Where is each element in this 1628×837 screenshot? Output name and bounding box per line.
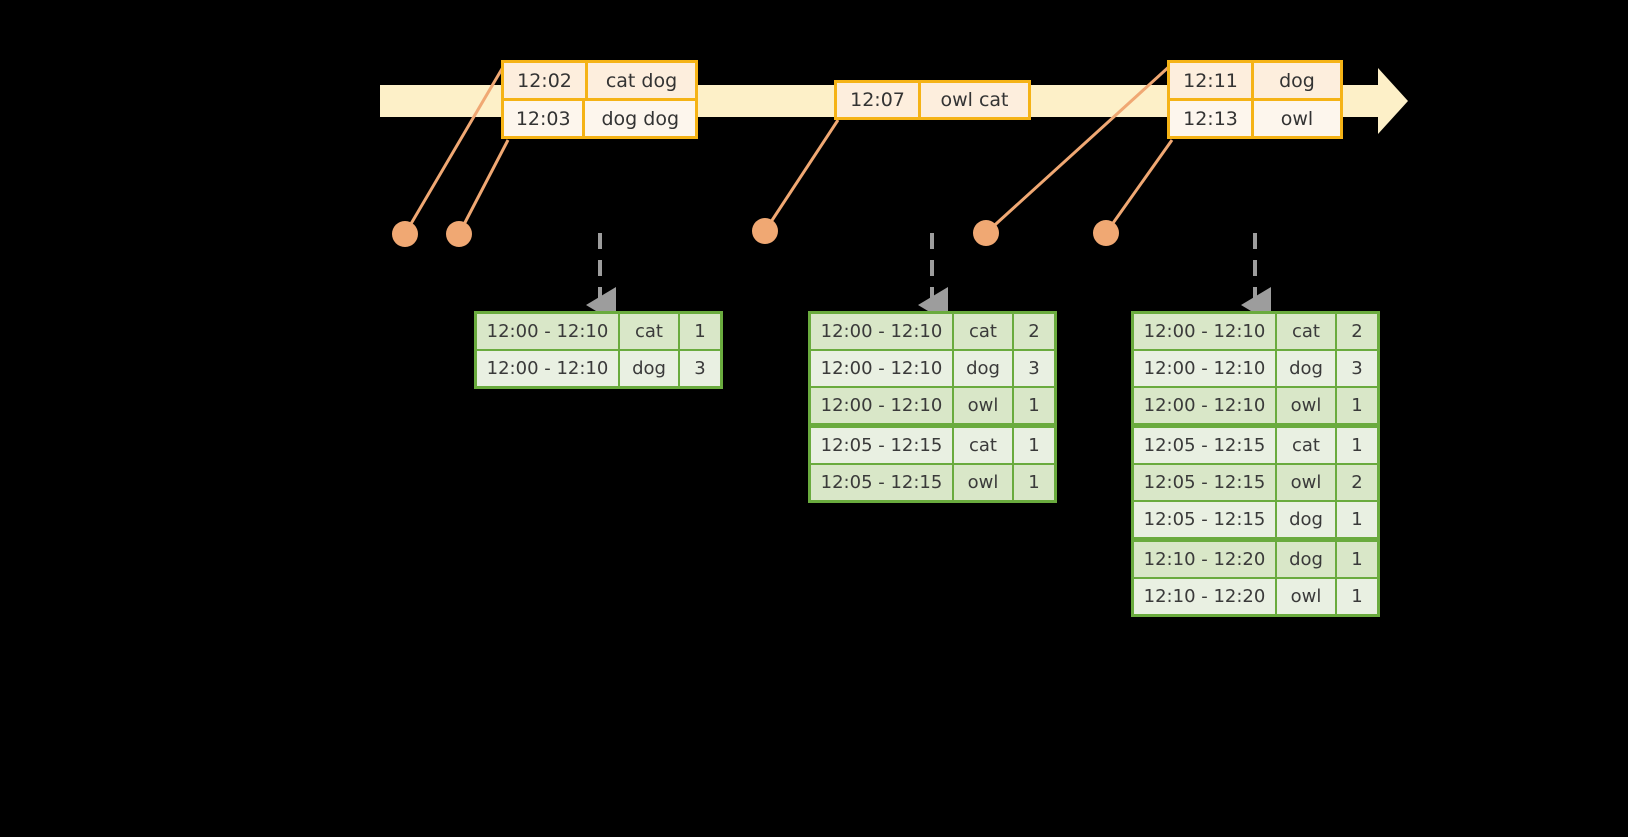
window-cell: 12:00 - 12:10 — [1134, 388, 1275, 423]
window-cell: 12:00 - 12:10 — [477, 314, 618, 349]
window-cell: 12:00 - 12:10 — [811, 388, 952, 423]
window-cell: 12:00 - 12:10 — [477, 351, 618, 386]
key-cell: dog — [1277, 542, 1335, 577]
count-cell: 1 — [1014, 388, 1054, 423]
event-row: 12:11 dog — [1170, 63, 1340, 98]
event-time: 12:11 — [1170, 63, 1254, 98]
count-cell: 1 — [1337, 579, 1377, 614]
event-text: dog dog — [601, 107, 679, 130]
count-cell: 1 — [680, 314, 720, 349]
count-cell: 2 — [1337, 465, 1377, 500]
event-text: cat dog — [605, 69, 678, 92]
key-cell: owl — [954, 388, 1012, 423]
count-cell: 1 — [1337, 388, 1377, 423]
count-cell: 1 — [1337, 542, 1377, 577]
event-row: 12:02 cat dog — [504, 63, 695, 98]
count-cell: 2 — [1014, 314, 1054, 349]
count-cell: 1 — [1014, 428, 1054, 463]
count-cell: 1 — [1337, 428, 1377, 463]
count-cell: 1 — [1014, 465, 1054, 500]
window-cell: 12:05 - 12:15 — [1134, 502, 1275, 537]
window-cell: 12:10 - 12:20 — [1134, 542, 1275, 577]
key-cell: cat — [954, 314, 1012, 349]
connector-dot-2 — [446, 221, 472, 247]
key-cell: dog — [1277, 502, 1335, 537]
window-cell: 12:00 - 12:10 — [1134, 314, 1275, 349]
count-cell: 3 — [1337, 351, 1377, 386]
event-row: 12:13 owl — [1170, 98, 1340, 136]
key-cell: owl — [1277, 388, 1335, 423]
event-text: owl cat — [940, 89, 1009, 111]
key-cell: cat — [1277, 428, 1335, 463]
count-cell: 3 — [680, 351, 720, 386]
event-row: 12:07 owl cat — [837, 83, 1028, 117]
window-cell: 12:00 - 12:10 — [811, 351, 952, 386]
count-cell: 1 — [1337, 502, 1377, 537]
connector-line-3 — [763, 119, 840, 232]
key-cell: cat — [620, 314, 678, 349]
connector-dot-4 — [973, 220, 999, 246]
event-time: 12:13 — [1170, 101, 1254, 136]
window-cell: 12:05 - 12:15 — [1134, 428, 1275, 463]
window-cell: 12:00 - 12:10 — [811, 314, 952, 349]
timeline-arrow-head-icon — [1378, 68, 1408, 134]
key-cell: dog — [954, 351, 1012, 386]
event-text: owl — [1280, 107, 1314, 130]
event-time: 12:07 — [837, 83, 921, 117]
event-time: 12:02 — [504, 63, 588, 98]
event-box-2: 12:07 owl cat — [834, 80, 1031, 120]
key-cell: dog — [620, 351, 678, 386]
key-cell: cat — [954, 428, 1012, 463]
event-box-1: 12:02 cat dog 12:03 dog dog — [501, 60, 698, 139]
event-time: 12:03 — [504, 101, 586, 136]
key-cell: dog — [1277, 351, 1335, 386]
event-text: dog — [1279, 69, 1315, 92]
window-cell: 12:10 - 12:20 — [1134, 579, 1275, 614]
event-row: 12:03 dog dog — [504, 98, 695, 136]
key-cell: owl — [1277, 579, 1335, 614]
connector-dot-5 — [1093, 220, 1119, 246]
key-cell: owl — [954, 465, 1012, 500]
event-box-3: 12:11 dog 12:13 owl — [1167, 60, 1343, 139]
key-cell: owl — [1277, 465, 1335, 500]
window-cell: 12:05 - 12:15 — [811, 465, 952, 500]
connector-line-2 — [457, 139, 510, 235]
connector-line-5 — [1104, 139, 1174, 234]
window-cell: 12:00 - 12:10 — [1134, 351, 1275, 386]
count-cell: 3 — [1014, 351, 1054, 386]
key-cell: cat — [1277, 314, 1335, 349]
window-cell: 12:05 - 12:15 — [1134, 465, 1275, 500]
window-cell: 12:05 - 12:15 — [811, 428, 952, 463]
connector-dot-1 — [392, 221, 418, 247]
connector-dot-3 — [752, 218, 778, 244]
count-cell: 2 — [1337, 314, 1377, 349]
